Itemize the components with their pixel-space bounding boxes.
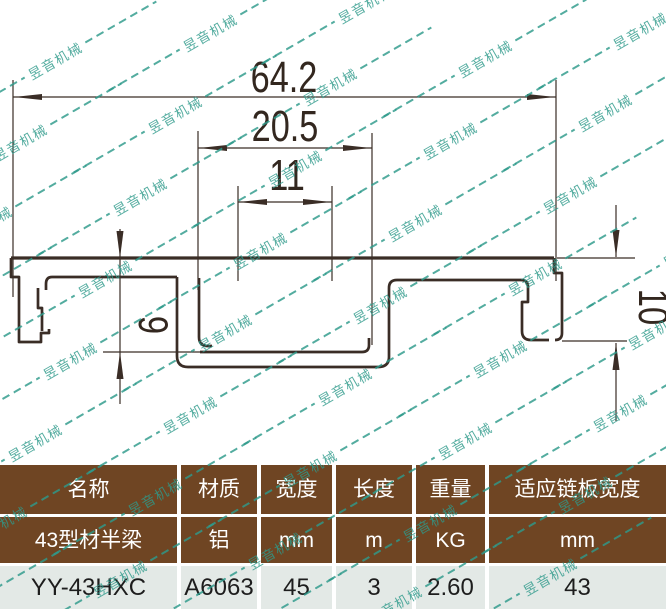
dimension-labels: 64.2 20.5 11 9 10 xyxy=(130,53,666,334)
unit-chain-width: mm xyxy=(489,517,666,563)
unit-name: 43型材半梁 xyxy=(0,517,177,563)
value-chain-width: 43 xyxy=(489,566,666,609)
profile-inner-left-wall xyxy=(197,278,212,348)
header-material: 材质 xyxy=(181,465,257,514)
profile-inner-floor xyxy=(200,338,371,354)
arrow-64-left xyxy=(14,94,42,100)
arrow-11-right xyxy=(303,199,331,205)
arrow-205-right xyxy=(343,145,371,151)
unit-width: mm xyxy=(261,517,332,563)
value-width: 45 xyxy=(261,566,332,609)
arrow-9-bottom xyxy=(116,352,124,379)
unit-material: 铝 xyxy=(181,517,257,563)
profile-outline xyxy=(9,256,564,369)
value-weight: 2.60 xyxy=(416,566,485,609)
arrow-205-left xyxy=(199,145,227,151)
value-length: 3 xyxy=(336,566,412,609)
header-chain-width: 适应链板宽度 xyxy=(489,465,666,514)
dimension-lines xyxy=(12,80,635,421)
header-length: 长度 xyxy=(336,465,412,514)
arrow-64-right xyxy=(527,94,555,100)
unit-length: m xyxy=(336,517,412,563)
value-material: A6063 xyxy=(181,566,257,609)
dim-total-width-label: 64.2 xyxy=(251,53,318,102)
profile-center-channel xyxy=(175,277,521,369)
profile-drawing: 64.2 20.5 11 9 10 xyxy=(9,53,666,421)
header-name: 名称 xyxy=(0,465,177,514)
dim-inner-slot-label: 11 xyxy=(269,151,305,200)
dim-left-depth-label: 9 xyxy=(130,316,177,334)
profile-right-edge xyxy=(552,258,564,342)
spec-table: 名称 材质 宽度 长度 重量 适应链板宽度 43型材半梁 铝 mm m KG m… xyxy=(0,465,666,609)
header-weight: 重量 xyxy=(416,465,485,514)
arrow-10-top xyxy=(612,230,620,257)
header-width: 宽度 xyxy=(261,465,332,514)
profile-left-step-leg xyxy=(36,288,44,331)
dim-right-depth-label: 10 xyxy=(630,289,666,325)
value-model: YY-43HXC xyxy=(0,566,177,609)
unit-weight: KG xyxy=(416,517,485,563)
arrow-11-left xyxy=(239,199,267,205)
arrow-9-top xyxy=(116,231,124,258)
arrow-10-bottom xyxy=(612,343,620,370)
drawing-area: 64.2 20.5 11 9 10 xyxy=(9,53,666,421)
profile-left-underside xyxy=(44,275,177,290)
dim-top-slot-label: 20.5 xyxy=(252,102,319,151)
profile-right-step-leg xyxy=(520,278,549,342)
